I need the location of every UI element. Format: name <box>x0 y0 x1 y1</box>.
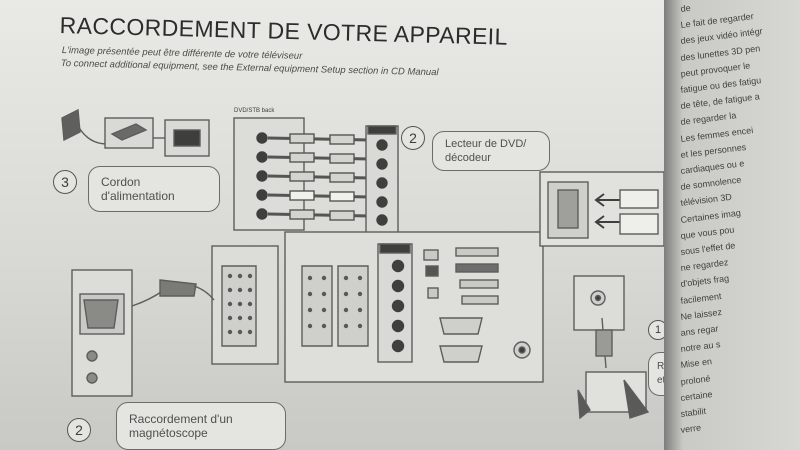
facing-page-line: facilement <box>680 290 722 306</box>
facing-page-line: verre <box>680 422 702 436</box>
facing-page-line: stabilit <box>680 405 707 419</box>
callout-dvd-line2: décodeur <box>445 152 491 164</box>
facing-page-line: que vous pou <box>680 224 735 241</box>
scart-connector-av2 <box>337 265 369 347</box>
vga-port <box>439 317 483 363</box>
antenna-cable <box>573 275 650 420</box>
callout-number-2-vcr: 2 <box>67 418 91 442</box>
facing-page-line: proloné <box>680 372 712 387</box>
callout-dvd-player: Lecteur de DVD/ décodeur <box>432 131 550 171</box>
facing-page-line: de regarder la <box>680 110 737 128</box>
facing-page-line: de somnolence <box>680 174 742 193</box>
facing-page-line: Les femmes encei <box>680 124 754 144</box>
callout-power-line2: d'alimentation <box>101 189 175 203</box>
power-plug-icon <box>61 108 165 149</box>
power-socket-icon <box>164 119 210 157</box>
callout-dvd-line1: Lecteur de DVD/ <box>445 138 527 150</box>
facing-page-line: de <box>680 2 692 14</box>
antenna-port <box>513 341 531 359</box>
facing-page-line: Ne laissez <box>680 306 723 322</box>
vcr-device <box>71 269 133 397</box>
facing-page-line: certaine <box>680 388 714 403</box>
callout-number-3: 3 <box>53 170 77 194</box>
scart-cable <box>131 279 215 307</box>
manual-left-page: RACCORDEMENT DE VOTRE APPAREIL L'image p… <box>0 0 690 450</box>
callout-vcr: Raccordement d'un magnétoscope <box>116 402 286 450</box>
facing-page-line: d'objets frag <box>680 273 730 290</box>
scart-connector-left <box>221 265 257 347</box>
tv-av-input-panel <box>365 125 399 235</box>
facing-page-line: cardiaques ou e <box>680 158 745 176</box>
facing-page-line: et les personnes <box>680 141 747 160</box>
facing-page-line: peut provoquer le <box>680 60 751 79</box>
callout-power-cord: Cordon d'alimentation <box>88 166 220 212</box>
facing-page-line: de tête, de fatigue a <box>680 91 761 112</box>
facing-page-line: sous l'effet de <box>680 240 736 257</box>
facing-page-line: Certaines imag <box>680 207 742 225</box>
facing-page-line: ans regar <box>680 323 719 338</box>
facing-page-line: télévision 3D <box>680 192 733 209</box>
callout-power-line1: Cordon <box>101 175 141 189</box>
scart-connector-av1 <box>301 265 333 347</box>
facing-page-line: Mise en <box>680 356 713 371</box>
usb-inset-panel <box>539 171 665 247</box>
callout-vcr-line1: Raccordement d'un <box>129 412 233 426</box>
callout-vcr-line2: magnétoscope <box>129 426 208 440</box>
misc-ports <box>423 247 499 305</box>
connection-diagram <box>61 108 665 420</box>
component-input-column <box>377 243 413 363</box>
dvd-back-label: DVD/STB back <box>234 108 275 114</box>
facing-page-line: ne regardez <box>680 257 729 274</box>
callout-number-2-dvd: 2 <box>401 126 425 150</box>
facing-page-line: notre au s <box>680 339 721 355</box>
